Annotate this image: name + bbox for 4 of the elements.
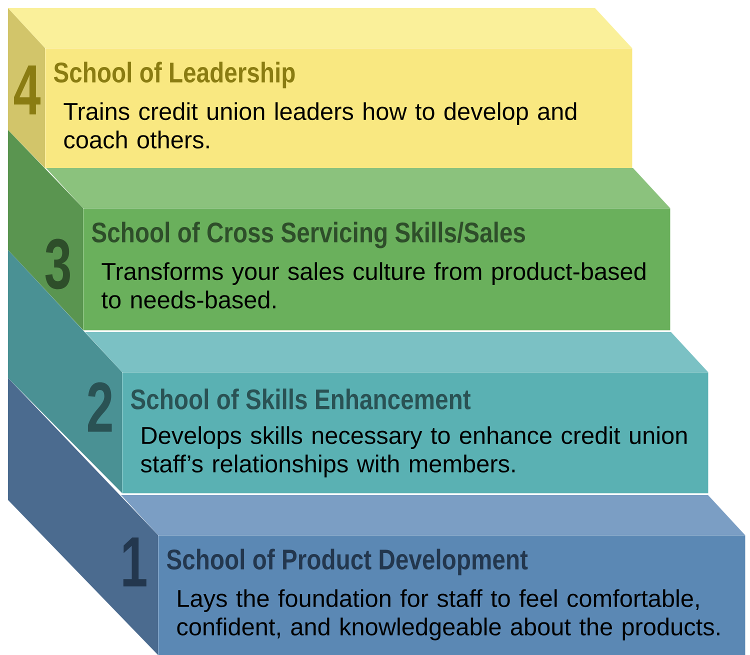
step-number: 4: [14, 66, 40, 114]
step-number: 2: [88, 382, 112, 432]
step-number: 3: [45, 238, 70, 290]
step-number: 1: [123, 538, 146, 586]
